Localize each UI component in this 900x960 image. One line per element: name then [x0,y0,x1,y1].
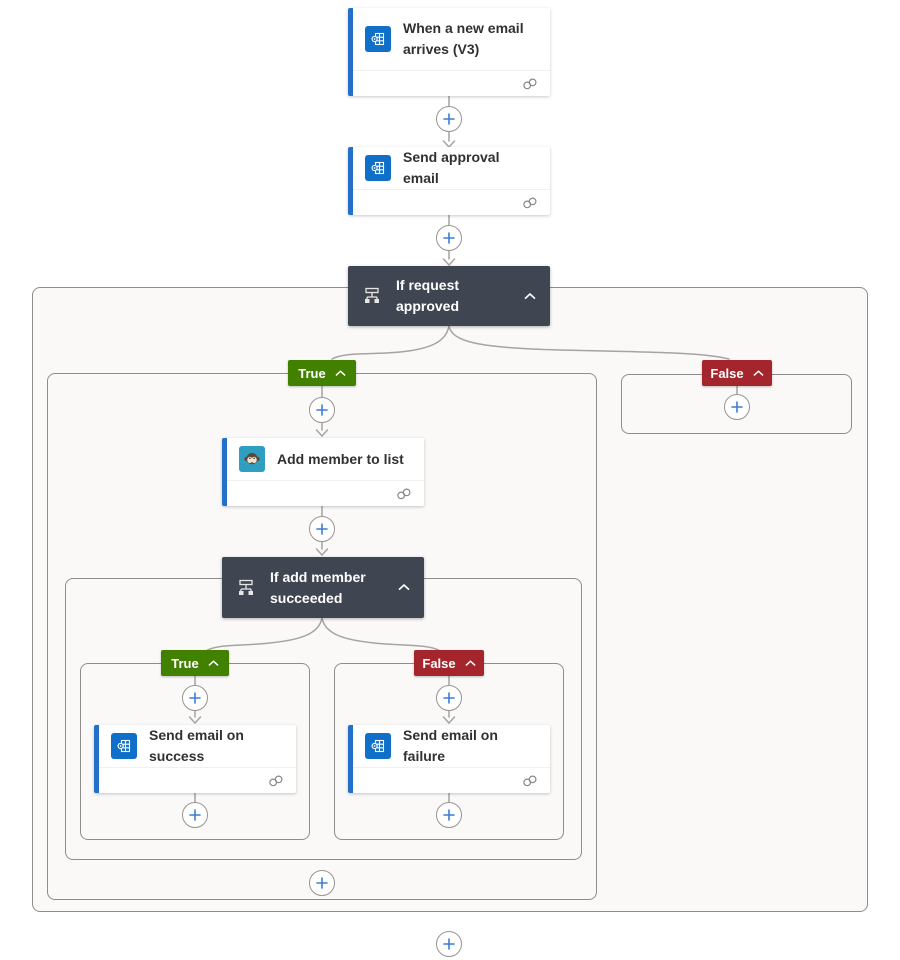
outlook-icon [111,733,137,759]
plus-icon [443,232,455,244]
card-header: Add member to list [227,438,424,480]
card-header: Send approval email [353,147,550,189]
insert-step-button[interactable] [182,685,208,711]
insert-step-button[interactable] [436,802,462,828]
arrow-down-icon [315,548,329,557]
action-card-send-approval-email[interactable]: Send approval email [348,147,550,215]
insert-step-button[interactable] [436,931,462,957]
true-branch-badge[interactable]: True [161,650,229,676]
card-footer [353,70,550,96]
chevron-up-icon [335,369,346,376]
condition-title: If request approved [396,277,460,314]
card-header: Send email on failure [353,725,550,767]
branch-label: False [422,655,456,671]
branch-label: True [171,655,199,671]
plus-icon [189,692,201,704]
card-header: When a new email arrives (V3) [353,8,550,70]
card-title: Send email on failure [403,727,498,764]
insert-step-button[interactable] [436,685,462,711]
trigger-card-when-new-email-arrives[interactable]: When a new email arrives (V3) [348,8,550,96]
plus-icon [443,809,455,821]
connection-link-icon [397,488,411,499]
mailchimp-icon [239,446,265,472]
card-title: Send approval email [403,149,500,186]
true-branch-badge[interactable]: True [288,360,356,386]
connection-link-icon [523,78,537,89]
arrow-down-icon [188,716,202,725]
branch-curve-false [321,617,441,652]
chevron-up-icon [208,659,219,666]
condition-card-if-add-member-succeeded[interactable]: If add member succeeded [222,557,424,618]
plus-icon [443,692,455,704]
plus-icon [443,113,455,125]
card-footer [353,189,550,215]
plus-icon [316,877,328,889]
card-footer [99,767,296,793]
outlook-icon [365,155,391,181]
insert-step-button[interactable] [436,106,462,132]
insert-step-button[interactable] [309,870,335,896]
branch-label: False [710,365,744,381]
chevron-up-icon[interactable] [524,292,536,300]
branch-curve-true [205,617,323,652]
action-card-send-email-on-failure[interactable]: Send email on failure [348,725,550,793]
card-title: Add member to list [277,450,404,467]
false-branch-badge[interactable]: False [702,360,772,386]
insert-step-button[interactable] [309,397,335,423]
card-title: When a new email arrives (V3) [403,20,524,57]
connection-link-icon [523,197,537,208]
insert-step-button[interactable] [309,516,335,542]
branch-label: True [298,365,326,381]
plus-icon [731,401,743,413]
outlook-icon [365,733,391,759]
insert-step-button[interactable] [182,802,208,828]
connection-link-icon [523,775,537,786]
card-footer [227,480,424,506]
arrow-down-icon [442,716,456,725]
branch-curve-false [448,325,730,360]
outlook-icon [365,26,391,52]
plus-icon [443,938,455,950]
condition-title: If add member succeeded [270,568,366,606]
card-header: Send email on success [99,725,296,767]
plus-icon [316,523,328,535]
chevron-up-icon [465,659,476,666]
condition-card-if-request-approved[interactable]: If request approved [348,266,550,326]
card-footer [353,767,550,793]
arrow-down-icon [315,429,329,438]
condition-icon [239,579,253,595]
condition-icon [365,287,379,303]
insert-step-button[interactable] [436,225,462,251]
branch-curve-true [331,325,450,360]
connection-link-icon [269,775,283,786]
plus-icon [316,404,328,416]
false-branch-badge[interactable]: False [414,650,484,676]
chevron-up-icon[interactable] [398,584,410,591]
insert-step-button[interactable] [724,394,750,420]
connector-lines [188,95,738,803]
action-card-add-member-to-list[interactable]: Add member to list [222,438,424,506]
plus-icon [189,809,201,821]
action-card-send-email-on-success[interactable]: Send email on success [94,725,296,793]
chevron-up-icon [753,369,764,376]
card-title: Send email on success [149,727,244,764]
arrow-down-icon [442,258,456,267]
